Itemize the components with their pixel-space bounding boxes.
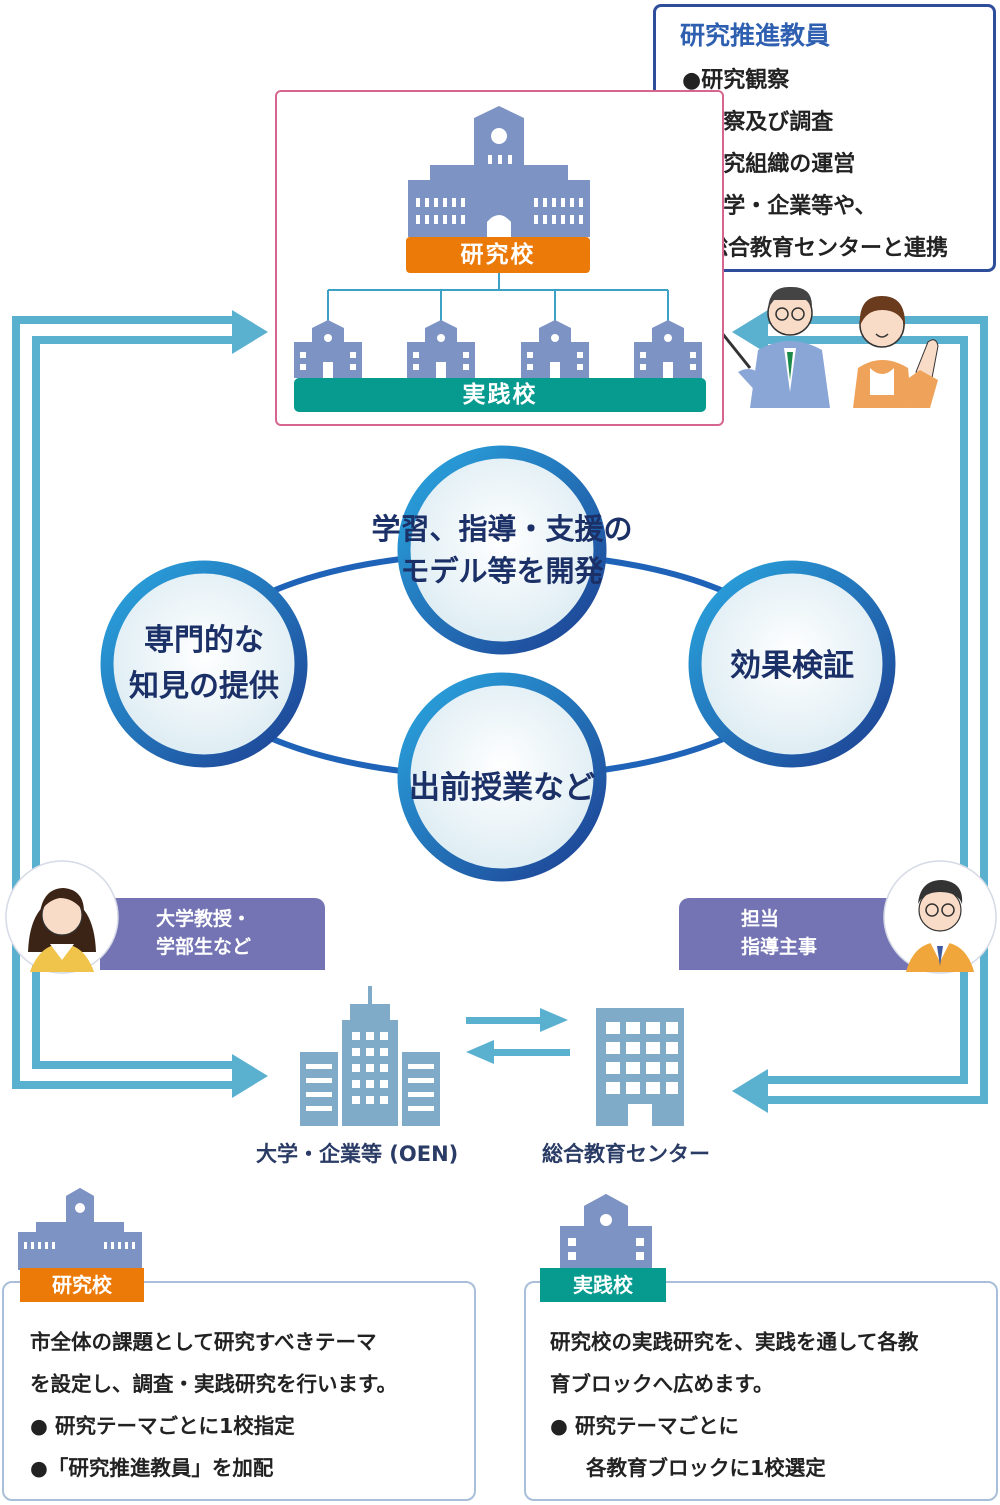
research-desc-line-2: を設定し、調査・実践研究を行います。 — [30, 1372, 397, 1396]
circle-left — [100, 560, 308, 768]
circle-bottom-text: 出前授業など — [409, 770, 595, 806]
practice-desc-line-3: ● 研究テーマごとに — [550, 1414, 740, 1438]
circle-bottom — [397, 672, 607, 882]
research-desc-line-3: ● 研究テーマごとに1校指定 — [30, 1414, 295, 1438]
right-arrow-head-bottom — [732, 1069, 768, 1113]
exchange-arrows — [466, 1008, 570, 1064]
right-arrow-head-top — [732, 310, 768, 354]
research-desc-line-4: ●「研究推進教員」を加配 — [30, 1456, 274, 1480]
staff-item-observation: ●研究観察 — [682, 68, 790, 93]
research-school-label: 研究校 — [406, 237, 590, 273]
practice-school-desc-tag: 実践校 — [540, 1268, 666, 1302]
practice-school-description-box — [524, 1281, 998, 1501]
practice-school-label: 実践校 — [294, 378, 706, 412]
circle-top-line2: モデル等を開発 — [400, 554, 604, 588]
woman-waving-icon — [853, 296, 939, 408]
staff-item-collaboration-cont: 総合教育センターと連携 — [706, 236, 949, 261]
circle-top-line1: 学習、指導・支援の — [371, 512, 633, 546]
left-arrow-head-top — [232, 310, 268, 354]
research-school-description-box — [2, 1281, 476, 1501]
circle-top — [397, 445, 607, 655]
education-center-building-icon — [596, 1008, 684, 1126]
avatar-overlay — [5, 860, 997, 974]
role-label-supervisor: 担当 指導主事 — [679, 898, 914, 970]
research-desc-line-1: 市全体の課題として研究すべきテーマ — [30, 1330, 377, 1354]
left-loop-arrow — [12, 316, 240, 1089]
circle-top-text: 学習、指導・支援の モデル等を開発 — [352, 508, 652, 592]
role-left-line2: 学部生など — [156, 936, 252, 958]
left-arrow-head-bottom — [232, 1054, 268, 1098]
school-frame-graphics — [294, 106, 702, 378]
staff-box-title: 研究推進教員 — [680, 21, 831, 50]
role-right-line2: 指導主事 — [741, 936, 818, 958]
circle-right — [688, 560, 896, 768]
education-center-caption: 総合教育センター — [542, 1142, 710, 1166]
role-left-line1: 大学教授・ — [156, 908, 252, 930]
practice-school-small-icon — [560, 1194, 652, 1268]
circle-left-line2: 知見の提供 — [129, 669, 279, 704]
practice-desc-line-2: 育ブロックへ広めます。 — [550, 1372, 774, 1396]
role-label-professor: 大学教授・ 学部生など — [100, 898, 325, 970]
teacher-with-pointer-icon — [708, 286, 830, 408]
practice-desc-line-1: 研究校の実践研究を、実践を通して各教 — [550, 1330, 919, 1354]
research-school-small-icon — [18, 1188, 142, 1270]
circle-right-text: 効果検証 — [730, 648, 854, 684]
practice-desc-line-4: 各教育ブロックに1校選定 — [586, 1456, 826, 1480]
role-right-line1: 担当 — [741, 908, 780, 930]
research-school-desc-tag: 研究校 — [20, 1268, 144, 1302]
circle-left-text: 専門的な 知見の提供 — [94, 618, 314, 710]
circle-left-line1: 専門的な — [144, 623, 264, 658]
university-company-caption: 大学・企業等 (OEN) — [256, 1142, 459, 1166]
university-company-building-icon — [300, 986, 440, 1126]
